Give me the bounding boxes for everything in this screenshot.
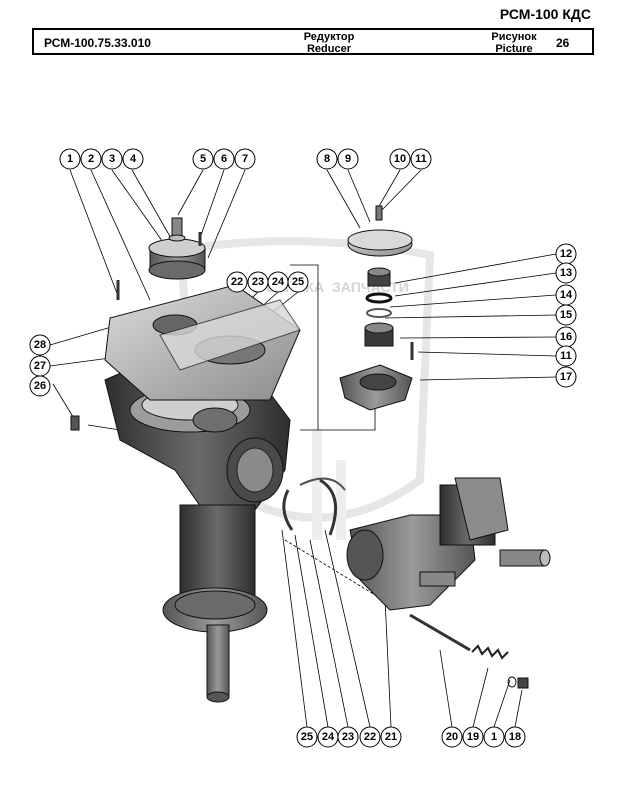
svg-text:16: 16 bbox=[560, 331, 572, 343]
svg-text:25: 25 bbox=[292, 276, 304, 288]
callout-10: 10 bbox=[389, 148, 411, 170]
svg-text:8: 8 bbox=[324, 153, 330, 165]
title-en: Reducer bbox=[306, 43, 352, 55]
title-ru: Редуктор bbox=[303, 31, 355, 43]
svg-text:27: 27 bbox=[34, 360, 46, 372]
callout-23-top: 23 bbox=[247, 271, 269, 293]
callout-8: 8 bbox=[316, 148, 338, 170]
svg-text:2: 2 bbox=[88, 153, 94, 165]
svg-text:15: 15 bbox=[560, 309, 572, 321]
bearing-cap-left bbox=[116, 217, 206, 300]
header-table: РСМ-100.75.33.010 Редуктор Reducer Рисун… bbox=[32, 28, 594, 55]
callout-9: 9 bbox=[337, 148, 359, 170]
callout-4: 4 bbox=[122, 148, 144, 170]
callout-12: 12 bbox=[555, 243, 577, 265]
figure-label: Рисунок Picture bbox=[474, 31, 554, 55]
svg-text:7: 7 bbox=[242, 153, 248, 165]
svg-text:20: 20 bbox=[446, 731, 458, 743]
callout-2: 2 bbox=[80, 148, 102, 170]
svg-text:23: 23 bbox=[342, 731, 354, 743]
svg-text:1: 1 bbox=[67, 153, 73, 165]
callout-7: 7 bbox=[234, 148, 256, 170]
svg-text:24: 24 bbox=[322, 731, 335, 743]
bearing-cap-right bbox=[347, 205, 413, 257]
svg-text:10: 10 bbox=[394, 153, 406, 165]
callout-20-bottom: 20 bbox=[441, 726, 463, 748]
callout-27: 27 bbox=[29, 355, 51, 377]
callout-15: 15 bbox=[555, 304, 577, 326]
figure-label-en: Picture bbox=[495, 43, 533, 55]
svg-text:19: 19 bbox=[467, 731, 479, 743]
callout-24-bottom: 24 bbox=[317, 726, 339, 748]
svg-text:4: 4 bbox=[130, 153, 137, 165]
circlips bbox=[282, 477, 346, 536]
callout-11: 11 bbox=[410, 148, 432, 170]
svg-text:1: 1 bbox=[491, 731, 497, 743]
callout-18-bottom: 18 bbox=[504, 726, 526, 748]
side-gearbox bbox=[346, 477, 551, 611]
cover-plate bbox=[104, 284, 301, 401]
svg-text:11: 11 bbox=[415, 153, 427, 165]
callout-23-bottom: 23 bbox=[337, 726, 359, 748]
svg-text:5: 5 bbox=[200, 153, 206, 165]
callout-22-bottom: 22 bbox=[359, 726, 381, 748]
callout-16: 16 bbox=[555, 326, 577, 348]
svg-text:17: 17 bbox=[560, 371, 572, 383]
callout-1-bottom: 1 bbox=[483, 726, 505, 748]
svg-text:28: 28 bbox=[34, 339, 46, 351]
callout-22-top: 22 bbox=[226, 271, 248, 293]
svg-text:22: 22 bbox=[364, 731, 376, 743]
svg-text:26: 26 bbox=[34, 380, 46, 392]
model-label: РСМ-100 КДС bbox=[499, 6, 591, 22]
callout-25-bottom: 25 bbox=[296, 726, 318, 748]
callout-1: 1 bbox=[59, 148, 81, 170]
callout-17: 17 bbox=[555, 366, 577, 388]
callout-14: 14 bbox=[555, 284, 577, 306]
spring-assembly bbox=[409, 613, 529, 689]
callout-21-bottom: 21 bbox=[380, 726, 402, 748]
callout-24-top: 24 bbox=[267, 271, 289, 293]
svg-text:23: 23 bbox=[252, 276, 264, 288]
figure-title: Редуктор Reducer bbox=[274, 31, 384, 55]
svg-text:13: 13 bbox=[560, 267, 572, 279]
svg-text:14: 14 bbox=[560, 289, 573, 301]
leader-lines bbox=[49, 169, 557, 728]
callout-28: 28 bbox=[29, 334, 51, 356]
callout-19-bottom: 19 bbox=[462, 726, 484, 748]
callout-3: 3 bbox=[101, 148, 123, 170]
part-code: РСМ-100.75.33.010 bbox=[44, 36, 151, 50]
svg-text:9: 9 bbox=[345, 153, 351, 165]
callout-6: 6 bbox=[213, 148, 235, 170]
callout-25-top: 25 bbox=[287, 271, 309, 293]
svg-text:24: 24 bbox=[272, 276, 285, 288]
svg-text:11: 11 bbox=[560, 350, 572, 362]
svg-text:25: 25 bbox=[301, 731, 313, 743]
callout-26: 26 bbox=[29, 375, 51, 397]
bearing-stack bbox=[339, 267, 414, 411]
svg-text:18: 18 bbox=[509, 731, 521, 743]
svg-text:12: 12 bbox=[560, 248, 572, 260]
figure-number: 26 bbox=[556, 36, 570, 50]
svg-text:22: 22 bbox=[231, 276, 243, 288]
svg-text:21: 21 bbox=[385, 731, 397, 743]
plug-bolt bbox=[70, 415, 80, 431]
figure-label-ru: Рисунок bbox=[491, 31, 537, 43]
callout-13: 13 bbox=[555, 262, 577, 284]
callout-11-right: 11 bbox=[555, 345, 577, 367]
svg-text:6: 6 bbox=[221, 153, 227, 165]
callout-5: 5 bbox=[192, 148, 214, 170]
svg-text:3: 3 bbox=[109, 153, 115, 165]
